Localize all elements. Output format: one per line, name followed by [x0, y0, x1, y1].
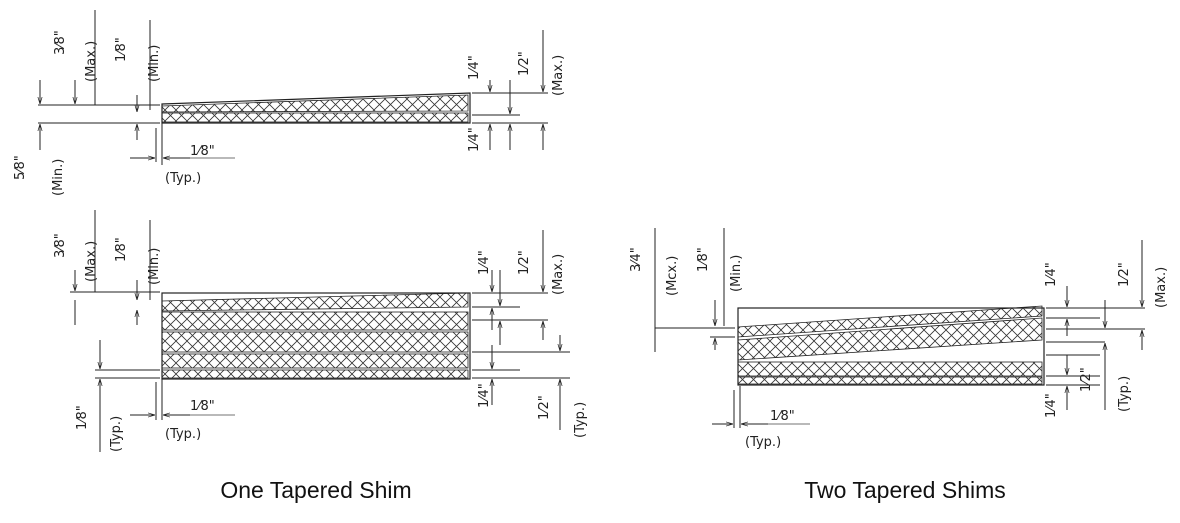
taper-hatch-upper — [737, 305, 1043, 338]
plate-hatch — [161, 369, 469, 379]
dim-label: 1⁄8" — [190, 144, 215, 159]
dim-label: 5⁄8" — [13, 155, 28, 180]
dim-label: (Max.) — [1154, 267, 1169, 308]
dim-label: 1⁄8" — [75, 405, 90, 430]
dim-label: 1⁄8" — [114, 237, 129, 262]
dim-label: (Min.) — [729, 255, 744, 292]
dim-label: 3⁄8" — [53, 30, 68, 55]
dim-label: 1⁄4" — [467, 55, 482, 80]
dim-label: 1⁄2" — [1117, 262, 1132, 287]
dim-label: 1⁄4" — [1044, 262, 1059, 287]
dim-label: (Typ.) — [573, 402, 588, 438]
plate-hatch — [161, 311, 469, 331]
dim-label: (Min.) — [51, 159, 66, 196]
caption-one-tapered-shim: One Tapered Shim — [220, 477, 411, 503]
plate-hatch — [737, 361, 1043, 377]
dim-label: 1⁄4" — [467, 127, 482, 152]
dim-label: (Typ.) — [1117, 376, 1132, 412]
base-plate-hatch — [161, 112, 469, 123]
dim-label: 1⁄2" — [1079, 367, 1094, 392]
dim-label: (Max.) — [84, 241, 99, 282]
detail-two-shims: 3⁄4" (Mcx.) 1⁄8" (Min.) 1⁄4" 1⁄2" (Max.)… — [629, 228, 1169, 450]
dim-label: (Max.) — [84, 41, 99, 82]
plate-hatch — [737, 376, 1043, 385]
detail-one-shim-single-layer: 3⁄8" (Max.) 1⁄8" (Min.) 5⁄8" (Min.) 1⁄4"… — [13, 10, 566, 196]
dim-label: 1⁄4" — [477, 383, 492, 408]
dim-label: 1⁄4" — [1044, 393, 1059, 418]
dim-label: 3⁄8" — [53, 233, 68, 258]
dim-label: 1⁄8" — [696, 247, 711, 272]
dim-label: (Min.) — [147, 248, 162, 285]
taper-hatch-lower — [737, 317, 1043, 361]
dim-label: (Min.) — [147, 45, 162, 82]
dim-label: 1⁄2" — [537, 395, 552, 420]
dim-label: 1⁄8" — [770, 409, 795, 424]
dim-label: 3⁄4" — [629, 247, 644, 272]
plate-hatch — [161, 353, 469, 369]
dim-label: 1⁄2" — [517, 250, 532, 275]
dim-label: (Max.) — [551, 254, 566, 295]
dim-label: 1⁄2" — [517, 51, 532, 76]
dim-label: (Typ.) — [165, 427, 201, 442]
taper-hatch — [161, 94, 469, 113]
dim-label: (Typ.) — [745, 435, 781, 450]
dim-label: 1⁄8" — [190, 399, 215, 414]
dim-label: (Typ.) — [109, 416, 124, 452]
dim-label: (Mcx.) — [665, 256, 680, 296]
taper-hatch — [161, 292, 469, 312]
dim-label: (Typ.) — [165, 171, 201, 186]
dim-label: (Max.) — [551, 55, 566, 96]
caption-two-tapered-shims: Two Tapered Shims — [804, 477, 1006, 503]
plate-hatch — [161, 331, 469, 353]
dim-label: 1⁄4" — [477, 250, 492, 275]
detail-one-shim-stacked: 3⁄8" (Max.) 1⁄8" (Min.) 1⁄8" (Typ.) 1⁄4"… — [53, 210, 588, 452]
dim-label: 1⁄8" — [114, 37, 129, 62]
